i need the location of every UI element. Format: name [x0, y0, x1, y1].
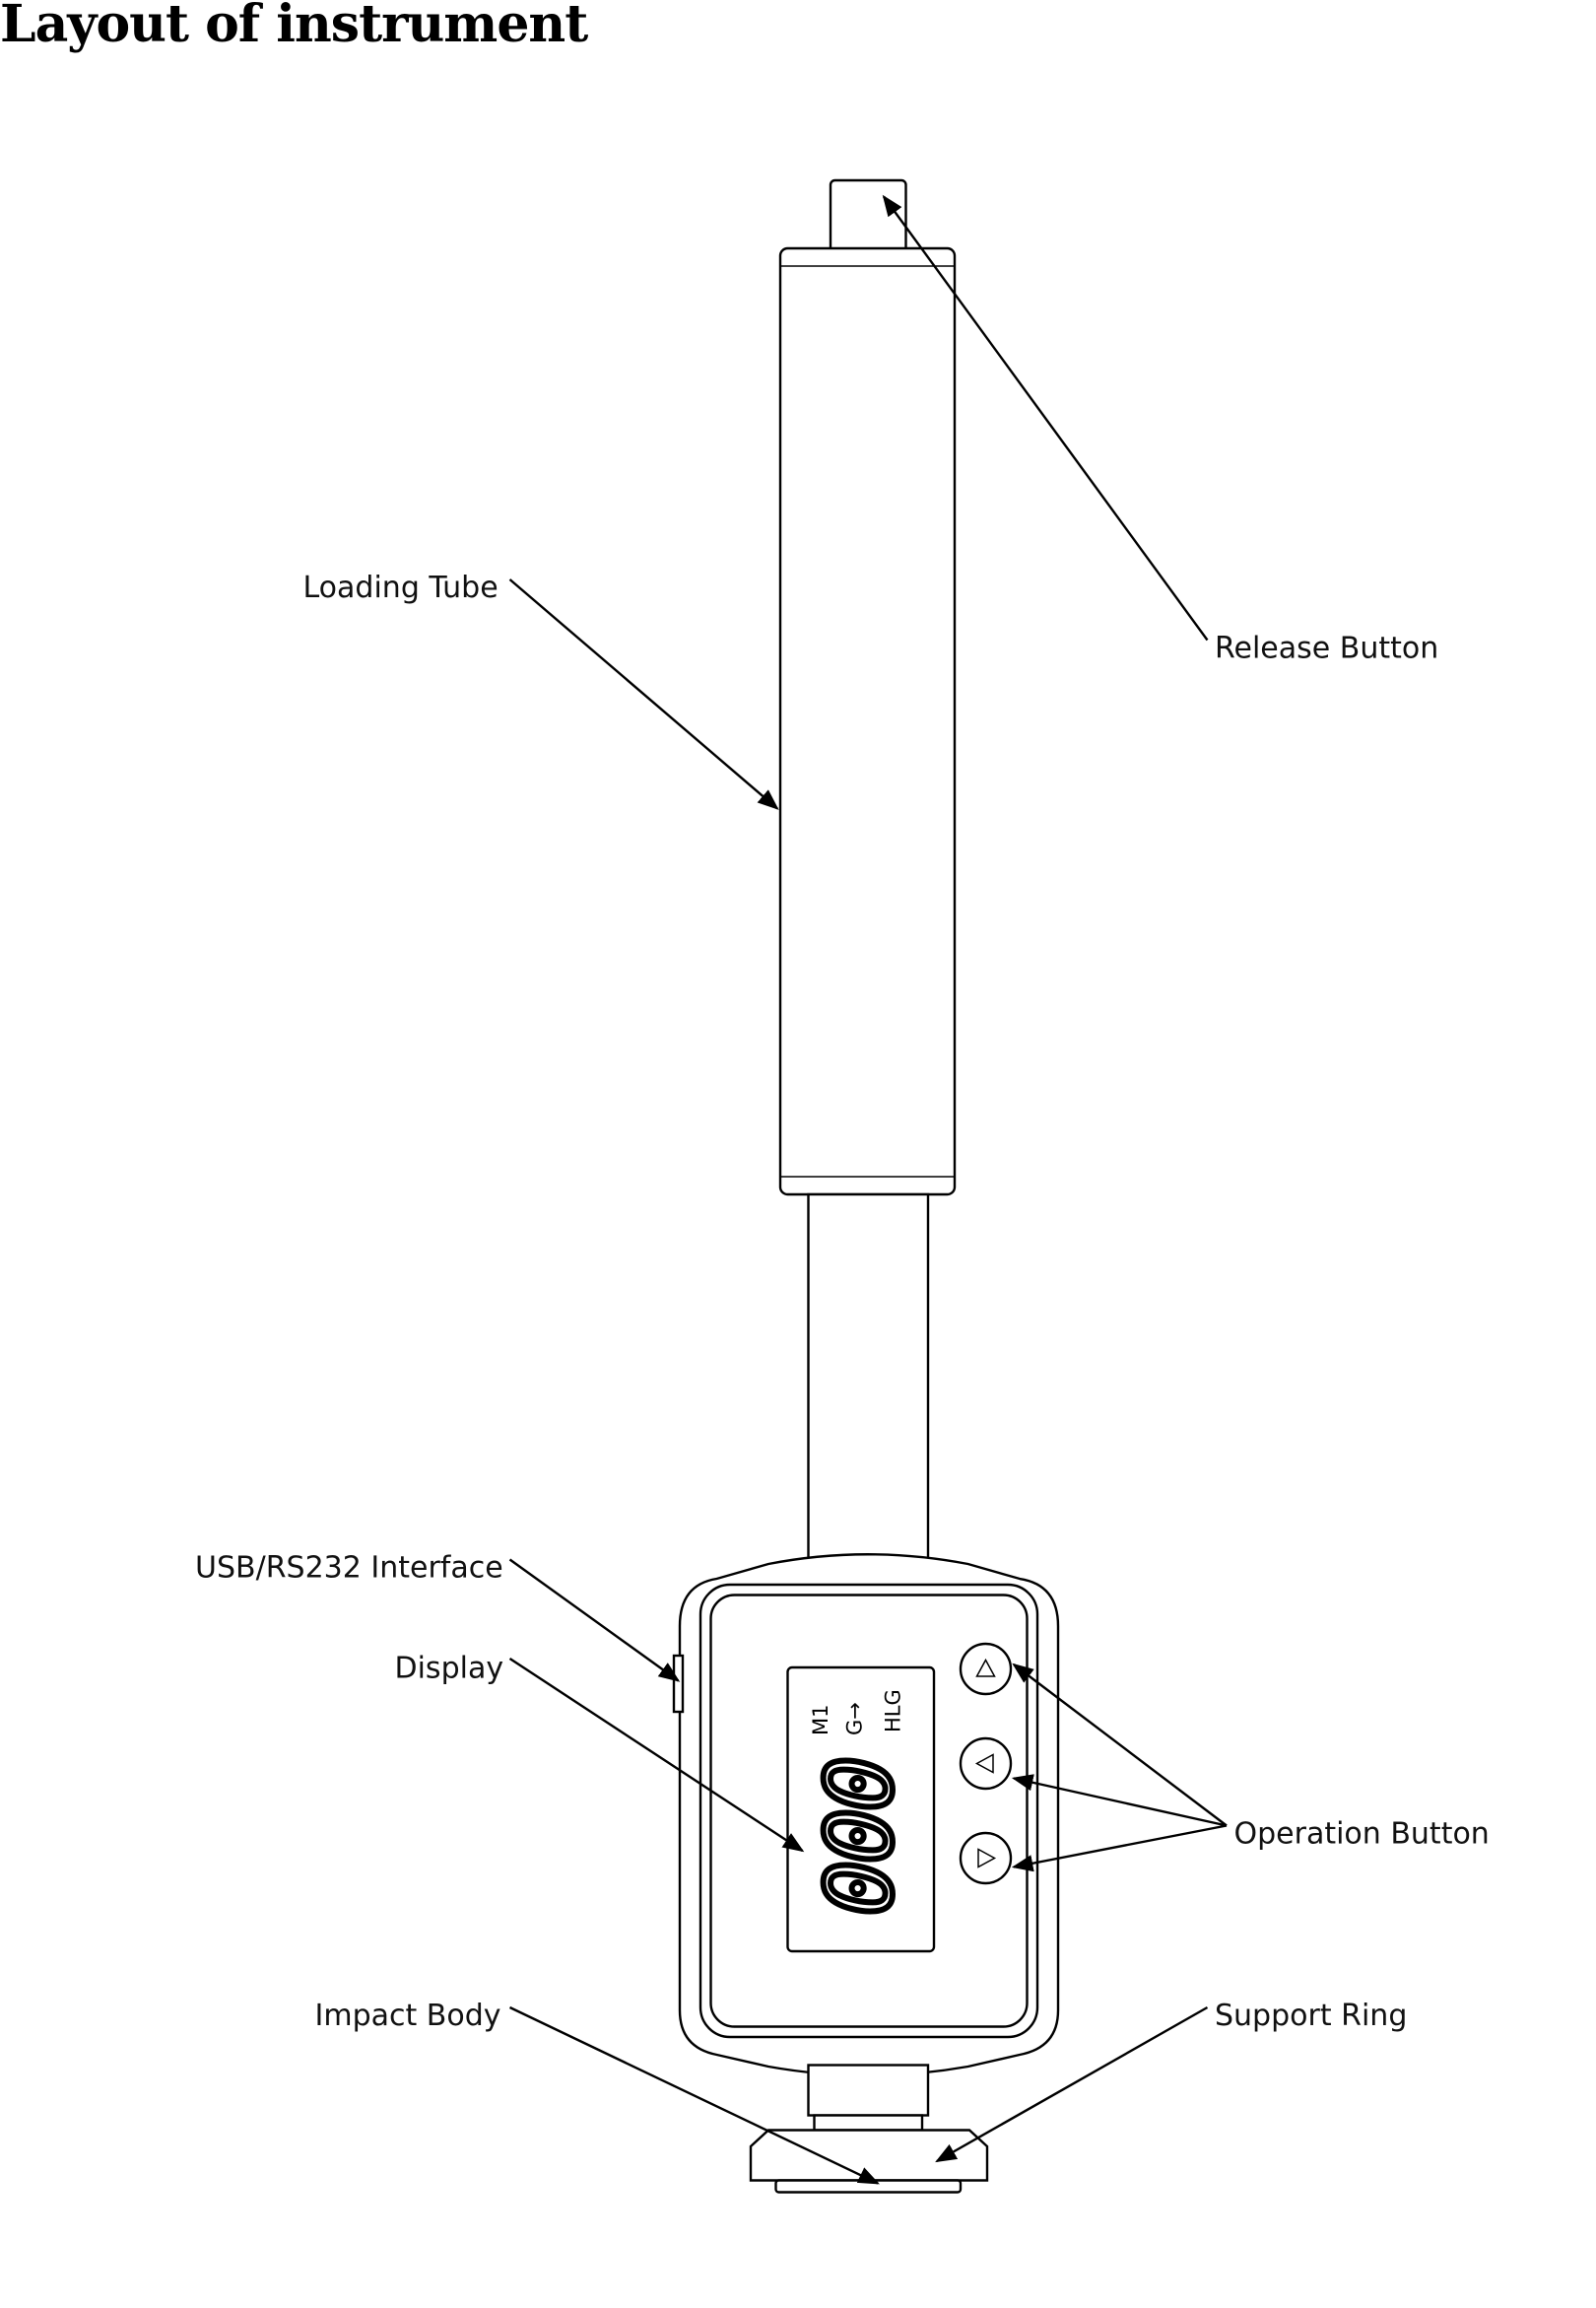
left-button[interactable]	[959, 1736, 1013, 1791]
label-operation-button: Operation Button	[1234, 1817, 1490, 1852]
release-button	[829, 178, 907, 256]
label-release-button: Release Button	[1215, 632, 1438, 666]
lcd-direction: G→	[843, 1702, 867, 1735]
right-button[interactable]	[959, 1831, 1013, 1885]
label-loading-tube: Loading Tube	[303, 571, 499, 605]
lcd-scale: HLG	[882, 1689, 905, 1732]
label-impact-body: Impact Body	[315, 1999, 501, 2033]
loading-tube	[778, 246, 957, 1196]
right-icon	[977, 1848, 997, 1868]
page-title: Layout of instrument	[0, 0, 588, 54]
up-icon	[975, 1658, 996, 1677]
label-display: Display	[395, 1652, 504, 1686]
left-icon	[974, 1753, 994, 1774]
label-usb-interface: USB/RS232 Interface	[195, 1551, 503, 1586]
impact-body-neck	[807, 2064, 930, 2117]
lcd-memory: M1	[809, 1705, 832, 1735]
usb-port	[672, 1654, 685, 1714]
display: M1 G→ HLG 000	[786, 1665, 936, 1953]
label-support-ring: Support Ring	[1215, 1999, 1407, 2033]
up-button[interactable]	[959, 1642, 1013, 1696]
guide-rod	[807, 1192, 930, 1566]
support-ring	[749, 2129, 989, 2182]
lcd-reading: 000	[807, 1759, 913, 1916]
